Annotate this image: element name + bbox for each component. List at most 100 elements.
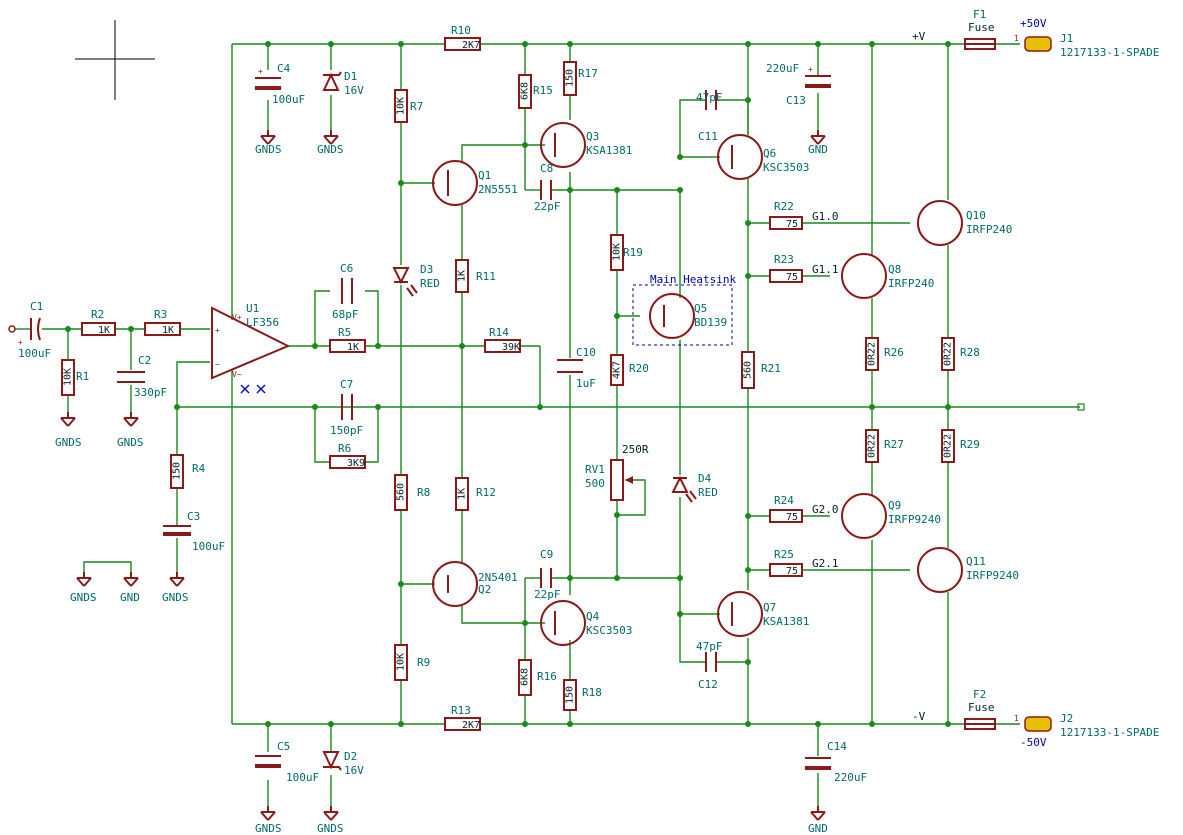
- diode-value-d1: 16V: [344, 84, 364, 97]
- capacitor-value-c11: 47pF: [696, 91, 723, 104]
- resistor-value-r20: 4K7: [612, 361, 623, 379]
- capacitor-ref-c3: C3: [187, 510, 200, 523]
- ground-label-gnds: GNDS: [255, 143, 282, 156]
- opamp-value: LF356: [246, 316, 279, 329]
- connector-value-j2: 1217133-1-SPADE: [1060, 726, 1159, 739]
- capacitor-value-c5: 100uF: [286, 771, 319, 784]
- connector-value-j1: 1217133-1-SPADE: [1060, 46, 1159, 59]
- gate-net-label: G2.0: [812, 503, 839, 516]
- diode-ref-d1: D1: [344, 70, 357, 83]
- capacitor-ref-c5: C5: [277, 740, 290, 753]
- ground-label-gnd: GND: [808, 822, 828, 835]
- transistor-ref-q3: Q3: [586, 130, 599, 143]
- svg-text:+: +: [18, 338, 23, 347]
- transistor-value-q6: KSC3503: [763, 161, 809, 174]
- resistor-value-r27: 0R22: [867, 434, 878, 458]
- resistor-ref-r12: R12: [476, 486, 496, 499]
- capacitor-ref-c6: C6: [340, 262, 353, 275]
- capacitor-ref-c8: C8: [540, 162, 553, 175]
- diode-ref-d3: D3: [420, 263, 433, 276]
- resistor-value-r3: 1K: [162, 325, 174, 336]
- resistor-ref-r1: R1: [76, 370, 89, 383]
- transistor-value-q9: IRFP9240: [888, 513, 941, 526]
- resistor-value-r1: 10K: [63, 368, 74, 386]
- cursor-crosshair: [75, 20, 155, 100]
- resistor-value-r15: 6K8: [520, 82, 531, 100]
- transistor-value-q8: IRFP240: [888, 277, 934, 290]
- transistor-ref-q4: Q4: [586, 610, 600, 623]
- transistor-value-q1: 2N5551: [478, 183, 518, 196]
- transistor-value-q4: KSC3503: [586, 624, 632, 637]
- resistor-ref-r24: R24: [774, 494, 794, 507]
- resistor-ref-r26: R26: [884, 346, 904, 359]
- gate-net-label: G2.1: [812, 557, 839, 570]
- resistor-value-r28: 0R22: [943, 342, 954, 366]
- resistor-ref-r27: R27: [884, 438, 904, 451]
- transistor-ref-q1: Q1: [478, 169, 491, 182]
- trimmer-ref: RV1: [585, 463, 605, 476]
- resistor-value-r23: 75: [786, 272, 798, 283]
- capacitor-value-c14: 220uF: [834, 771, 867, 784]
- capacitor-ref-c1: C1: [30, 300, 43, 313]
- resistor-ref-r8: R8: [417, 486, 430, 499]
- ground-label-gnds: GNDS: [255, 822, 282, 835]
- capacitor-ref-c11: C11: [698, 130, 718, 143]
- resistor-ref-r5: R5: [338, 326, 351, 339]
- resistor-ref-r16: R16: [537, 670, 557, 683]
- component-labels: R110KR21KR31KR4150R51KR63K9R710KR8560R91…: [18, 8, 1159, 835]
- capacitor-value-c12: 47pF: [696, 640, 723, 653]
- ground-label-gnds: GNDS: [317, 822, 344, 835]
- resistor-value-r6: 3K9: [347, 458, 365, 469]
- opamp-ref: U1: [246, 302, 259, 315]
- capacitor-ref-c9: C9: [540, 548, 553, 561]
- capacitor-value-c13: 220uF: [766, 62, 799, 75]
- resistor-value-r4: 150: [172, 462, 183, 480]
- resistor-value-r7: 10K: [396, 97, 407, 115]
- ground-label-gnd: GND: [120, 591, 140, 604]
- transistor-value-q7: KSA1381: [763, 615, 809, 628]
- resistor-ref-r4: R4: [192, 462, 206, 475]
- transistor-value-q11: IRFP9240: [966, 569, 1019, 582]
- capacitor-value-c10: 1uF: [576, 377, 596, 390]
- resistor-ref-r23: R23: [774, 253, 794, 266]
- resistor-ref-r17: R17: [578, 67, 598, 80]
- trimmer-note: 250R: [622, 443, 649, 456]
- ground-label-gnds: GNDS: [55, 436, 82, 449]
- resistor-ref-r21: R21: [761, 362, 781, 375]
- resistor-value-r17: 150: [565, 69, 576, 87]
- ground-label-gnds: GNDS: [117, 436, 144, 449]
- resistor-ref-r11: R11: [476, 270, 496, 283]
- transistor-ref-q9: Q9: [888, 499, 901, 512]
- resistor-value-r12: 1K: [457, 488, 468, 500]
- resistor-value-r26: 0R22: [867, 342, 878, 366]
- resistor-ref-r19: R19: [623, 246, 643, 259]
- svg-text:V−: V−: [232, 370, 242, 379]
- svg-text:V+: V+: [232, 313, 242, 322]
- capacitor-ref-c2: C2: [138, 354, 151, 367]
- fuse-value-f2: Fuse: [968, 701, 995, 714]
- wires: [15, 43, 1080, 806]
- capacitor-ref-c12: C12: [698, 678, 718, 691]
- resistor-value-r29: 0R22: [943, 434, 954, 458]
- capacitor-value-c7: 150pF: [330, 424, 363, 437]
- resistor-value-r8: 560: [396, 483, 407, 501]
- resistor-ref-r3: R3: [154, 308, 167, 321]
- resistor-ref-r22: R22: [774, 200, 794, 213]
- resistor-value-r9: 10K: [396, 653, 407, 671]
- fuse-ref-f1: F1: [973, 8, 986, 21]
- ground-label-gnds: GNDS: [70, 591, 97, 604]
- fuse-ref-f2: F2: [973, 688, 986, 701]
- resistor-value-r14: 39K: [502, 342, 520, 353]
- transistor-value-q10: IRFP240: [966, 223, 1012, 236]
- capacitor-ref-c13: C13: [786, 94, 806, 107]
- resistor-ref-r14: R14: [489, 326, 509, 339]
- resistor-value-r24: 75: [786, 512, 798, 523]
- resistor-ref-r7: R7: [410, 100, 423, 113]
- capacitor-value-c6: 68pF: [332, 308, 359, 321]
- diode-ref-d2: D2: [344, 750, 357, 763]
- resistor-value-r18: 150: [565, 686, 576, 704]
- connector-ref-j1: J1: [1060, 32, 1073, 45]
- resistor-value-r22: 75: [786, 219, 798, 230]
- trimmer-value: 500: [585, 477, 605, 490]
- resistor-value-r25: 75: [786, 566, 798, 577]
